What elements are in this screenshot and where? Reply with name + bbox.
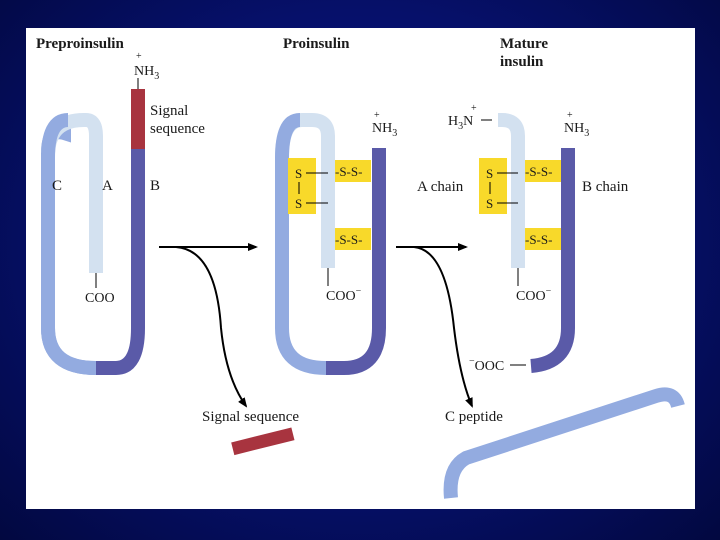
label-signal-sequence: Signal sequence [202, 409, 299, 425]
mature-ss-1: -S-S- [525, 164, 552, 179]
label-c: C [52, 178, 62, 194]
title-proinsulin: Proinsulin [283, 36, 350, 52]
mature-s-top: S [486, 166, 493, 181]
proinsulin-ss-box-1 [335, 160, 371, 182]
mature-intra-disulfide-box [479, 158, 507, 214]
label-b: B [150, 178, 160, 194]
mature-ss-box-1 [525, 160, 561, 182]
preproinsulin-c-top [41, 113, 69, 159]
mature-h3n: H3N [448, 114, 473, 132]
mature-ss-box-2 [525, 228, 561, 250]
preproinsulin-signal-sequence [131, 89, 145, 149]
proinsulin-s-top: S [295, 166, 302, 181]
signal-sequence-fragment [231, 427, 295, 456]
mature-s-bottom: S [486, 196, 493, 211]
preproinsulin-c-left [41, 120, 97, 375]
figure-panel: Preproinsulin Proinsulin Mature insulin … [26, 28, 695, 509]
label-c-peptide: C peptide [445, 409, 503, 425]
proinsulin-intra-disulfide-box [288, 158, 316, 214]
mature-ss-2: -S-S- [525, 232, 552, 247]
label-a-chain: A chain [417, 179, 464, 195]
title-mature-line2: insulin [500, 54, 544, 70]
released-c-peptide [443, 387, 685, 499]
mature-nh3-charge: + [567, 110, 573, 121]
proinsulin-c-peptide [275, 158, 327, 375]
mature-nh3: NH3 [564, 121, 589, 139]
preproinsulin-structure: NH3 + COO Signal sequence C A B [41, 51, 205, 375]
title-preproinsulin: Preproinsulin [36, 36, 124, 52]
title-mature-line1: Mature [500, 36, 548, 52]
preproinsulin-b-chain [96, 148, 145, 375]
released-signal-sequence [231, 427, 295, 456]
preproinsulin-nh3-charge: + [136, 51, 142, 62]
arrow-to-c-peptide [413, 246, 473, 408]
preproinsulin-coo: COO [85, 291, 115, 306]
proinsulin-c-top [275, 113, 301, 159]
mature-h3n-charge: + [471, 103, 477, 114]
proinsulin-structure: S S -S-S- -S-S- + NH3 COO− [275, 110, 397, 375]
mature-ooc: −OOC [469, 356, 504, 374]
preproinsulin-c-bottom [41, 327, 97, 375]
insulin-processing-diagram: Preproinsulin Proinsulin Mature insulin … [36, 36, 685, 499]
proinsulin-b-chain [326, 148, 386, 375]
label-b-chain: B chain [582, 179, 629, 195]
label-signal-line1: Signal [150, 103, 188, 119]
mature-a-chain [498, 113, 525, 268]
label-a: A [102, 178, 113, 194]
mature-coo: COO− [516, 286, 552, 304]
proinsulin-ss-box-2 [335, 228, 371, 250]
proinsulin-ss-1: -S-S- [335, 164, 362, 179]
proinsulin-coo: COO− [326, 286, 362, 304]
preproinsulin-nh3: NH3 [134, 64, 159, 82]
label-signal-line2: sequence [150, 121, 205, 137]
mature-insulin-structure: S S -S-S- -S-S- + H3N + NH3 COO− −OOC A … [417, 103, 629, 374]
proinsulin-nh3: NH3 [372, 121, 397, 139]
proinsulin-s-bottom: S [295, 196, 302, 211]
proinsulin-ss-2: -S-S- [335, 232, 362, 247]
proinsulin-nh3-charge: + [374, 110, 380, 121]
arrow-to-signal-sequence [175, 246, 248, 408]
mature-b-chain [530, 148, 575, 373]
